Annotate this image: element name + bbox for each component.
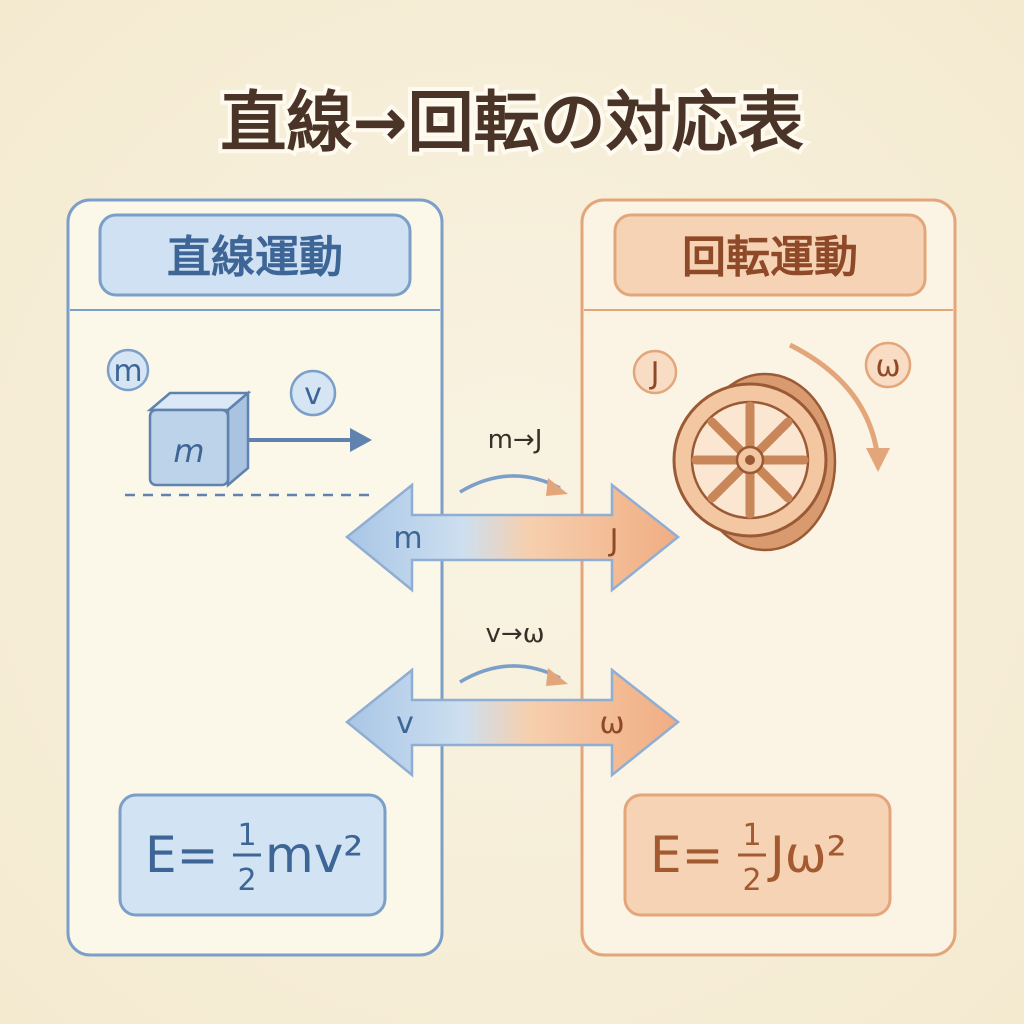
page-title: 直線→回転の対応表 (220, 84, 803, 161)
curved-arrowhead (546, 478, 568, 496)
mapping-caption: m→J (488, 425, 543, 455)
mass-block: m (146, 390, 252, 488)
rotational-formula-lhs: E= (650, 826, 724, 884)
mapping-caption: v→ω (486, 619, 545, 649)
linear-header: 直線運動 (167, 232, 343, 283)
linear-formula-rest: mv² (265, 826, 363, 884)
inertia-symbol: J (649, 356, 660, 391)
velocity-symbol: v (304, 377, 322, 412)
linear-formula-den: 2 (237, 863, 256, 898)
arrow-right-label: ω (599, 706, 624, 741)
mass-badge (106, 348, 150, 392)
inertia-badge (632, 349, 678, 395)
rotation-arrowhead (866, 448, 890, 472)
double-arrow (345, 667, 681, 778)
omega-symbol: ω (875, 349, 900, 384)
block-label: m (173, 432, 204, 470)
mapping-mass-to-inertia: m→J m J (345, 425, 681, 593)
rotational-header: 回転運動 (682, 232, 858, 283)
arrow-left-label: v (396, 706, 414, 741)
mapping-velocity-to-omega: v→ω v ω (345, 619, 681, 778)
linear-formula-num: 1 (237, 818, 256, 853)
rotation-arrow (788, 342, 881, 461)
rotational-motion-panel: 回転運動 J ω E= 1 2 Jω² (580, 198, 957, 957)
rotational-formula-rest: Jω² (767, 826, 847, 884)
wheel-icon (672, 372, 837, 552)
linear-formula-lhs: E= (145, 826, 219, 884)
curved-arrow (459, 664, 561, 684)
rotational-header-box (613, 213, 927, 297)
double-arrow (345, 482, 681, 593)
rotational-formula-den: 2 (742, 863, 761, 898)
linear-motion-panel: 直線運動 m v m E= 1 2 mv² (66, 198, 444, 957)
linear-header-box (98, 213, 412, 297)
rotational-formula-num: 1 (742, 818, 761, 853)
velocity-arrowhead (350, 428, 372, 452)
curved-arrowhead (546, 668, 568, 686)
curved-arrow (459, 474, 561, 494)
omega-badge (864, 341, 912, 389)
arrow-left-label: m (393, 521, 422, 556)
velocity-badge (289, 369, 337, 417)
arrow-right-label: J (608, 523, 619, 558)
mass-symbol: m (113, 354, 142, 389)
